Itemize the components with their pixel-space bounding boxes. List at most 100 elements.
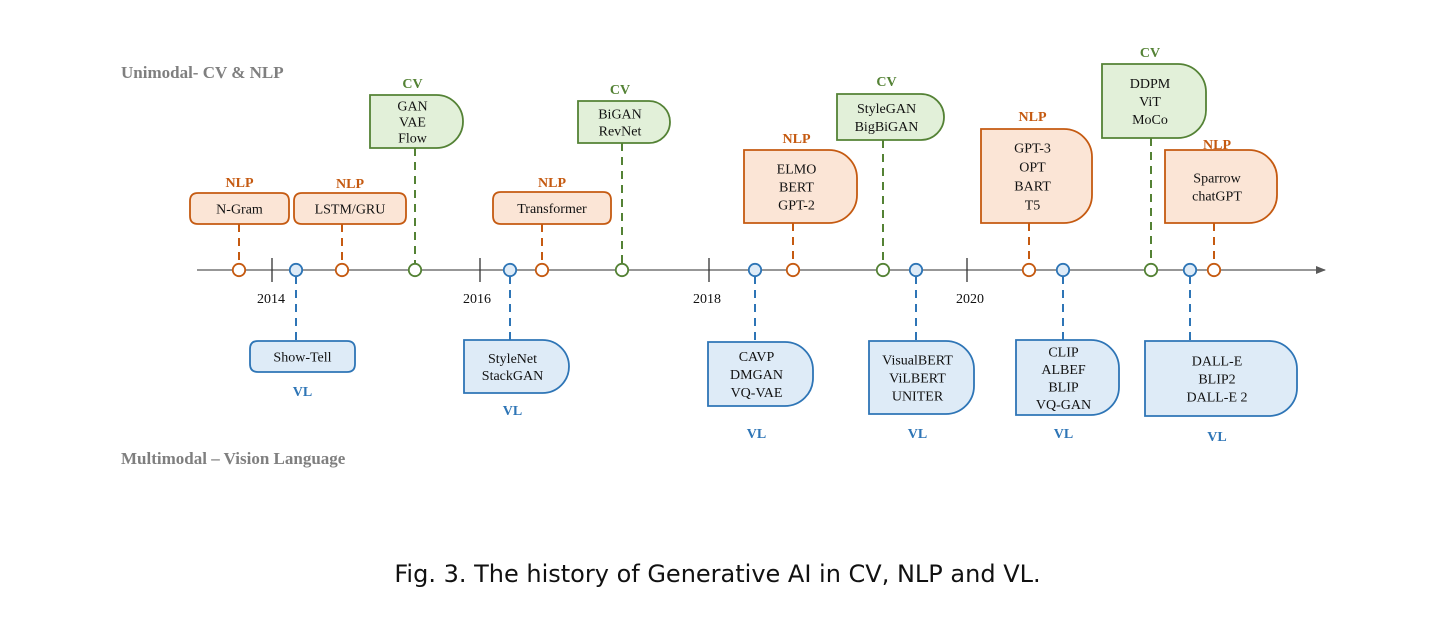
category-label-stylenet: VL (503, 404, 522, 419)
item-gpt3-2: BART (1014, 180, 1051, 195)
category-label-stylegan: CV (876, 75, 896, 90)
item-cavp-1: DMGAN (730, 368, 783, 383)
item-stylegan-0: StyleGAN (857, 102, 916, 117)
category-label-visualbert: VL (908, 427, 927, 442)
box-visualbert (868, 340, 975, 415)
item-elmo-0: ELMO (777, 163, 817, 178)
item-bigan-1: RevNet (599, 125, 642, 140)
item-ddpm-0: DDPM (1130, 77, 1171, 92)
year-label-2018: 2018 (693, 292, 721, 307)
item-elmo-1: BERT (779, 181, 814, 196)
item-clip-0: CLIP (1048, 345, 1079, 360)
item-visualbert-2: UNITER (892, 390, 944, 405)
milestone-cavp: CAVP DMGAN VQ-VAE VL (707, 262, 814, 442)
unimodal-heading: Unimodal- CV & NLP (121, 63, 284, 82)
category-label-dalle: VL (1207, 430, 1226, 445)
item-cavp-0: CAVP (739, 350, 775, 365)
box-clip (1015, 339, 1120, 416)
item-bigan-0: BiGAN (598, 108, 642, 123)
item-gpt3-0: GPT-3 (1014, 142, 1051, 157)
node-dalle (1182, 262, 1198, 278)
milestone-transformer: Transformer NLP (492, 176, 612, 278)
node-ddpm (1143, 262, 1159, 278)
node-clip (1055, 262, 1071, 278)
milestone-ngram: N-Gram NLP (189, 176, 290, 278)
milestone-bigan: BiGAN RevNet CV (577, 83, 671, 278)
item-gan-1: VAE (399, 116, 426, 131)
node-ngram (231, 262, 247, 278)
category-label-ddpm: CV (1140, 46, 1160, 61)
node-gpt3 (1021, 262, 1037, 278)
item-ddpm-1: ViT (1139, 95, 1161, 110)
category-label-transformer: NLP (538, 176, 566, 191)
node-elmo (785, 262, 801, 278)
box-dalle (1144, 340, 1298, 417)
category-label-elmo: NLP (783, 132, 811, 147)
node-showtell (288, 262, 304, 278)
item-visualbert-0: VisualBERT (882, 354, 953, 369)
item-transformer-0: Transformer (517, 202, 587, 217)
box-elmo (743, 149, 858, 224)
box-gpt3 (980, 128, 1093, 224)
year-label-2020: 2020 (956, 292, 984, 307)
category-label-cavp: VL (747, 427, 766, 442)
item-stylegan-1: BigBiGAN (855, 120, 919, 135)
item-clip-3: VQ-GAN (1036, 398, 1091, 413)
node-transformer (534, 262, 550, 278)
node-lstm (334, 262, 350, 278)
year-label-2014: 2014 (257, 292, 285, 307)
node-sparrow (1206, 262, 1222, 278)
item-lstm-0: LSTM/GRU (315, 203, 386, 218)
node-visualbert (908, 262, 924, 278)
box-gan (369, 94, 464, 149)
item-ngram-0: N-Gram (216, 203, 263, 218)
box-showtell (249, 340, 356, 373)
category-label-gan: CV (402, 77, 422, 92)
item-cavp-2: VQ-VAE (731, 386, 783, 401)
box-transformer (492, 191, 612, 225)
item-stylenet-0: StyleNet (488, 352, 537, 367)
item-gan-0: GAN (397, 100, 427, 115)
milestone-stylegan: StyleGAN BigBiGAN CV (836, 75, 945, 278)
node-stylegan (875, 262, 891, 278)
category-label-bigan: CV (610, 83, 630, 98)
item-gpt3-3: T5 (1025, 199, 1041, 214)
item-clip-2: BLIP (1048, 380, 1079, 395)
node-gan (407, 262, 423, 278)
node-stylenet (502, 262, 518, 278)
milestone-lstm: LSTM/GRU NLP (293, 177, 407, 278)
milestone-sparrow: Sparrow chatGPT NLP (1164, 138, 1278, 278)
node-cavp (747, 262, 763, 278)
box-sparrow (1164, 149, 1278, 224)
category-label-clip: VL (1054, 427, 1073, 442)
item-dalle-0: DALL-E (1192, 355, 1243, 370)
box-stylenet (463, 339, 570, 394)
item-showtell-0: Show-Tell (273, 351, 331, 366)
category-label-lstm: NLP (336, 177, 364, 192)
item-clip-1: ALBEF (1041, 363, 1086, 378)
box-bigan (577, 100, 671, 144)
item-sparrow-1: chatGPT (1192, 190, 1242, 205)
box-cavp (707, 341, 814, 407)
category-label-showtell: VL (293, 385, 312, 400)
box-lstm (293, 192, 407, 225)
figure-caption: Fig. 3. The history of Generative AI in … (394, 560, 1041, 588)
item-gpt3-1: OPT (1019, 161, 1046, 176)
category-label-sparrow: NLP (1203, 138, 1231, 153)
milestone-elmo: ELMO BERT GPT-2 NLP (743, 132, 858, 278)
item-elmo-2: GPT-2 (778, 199, 815, 214)
category-label-ngram: NLP (226, 176, 254, 191)
category-label-gpt3: NLP (1019, 110, 1047, 125)
item-sparrow-0: Sparrow (1193, 172, 1241, 187)
box-ddpm (1101, 63, 1207, 139)
item-dalle-2: DALL-E 2 (1186, 391, 1247, 406)
node-bigan (614, 262, 630, 278)
item-visualbert-1: ViLBERT (889, 372, 946, 387)
